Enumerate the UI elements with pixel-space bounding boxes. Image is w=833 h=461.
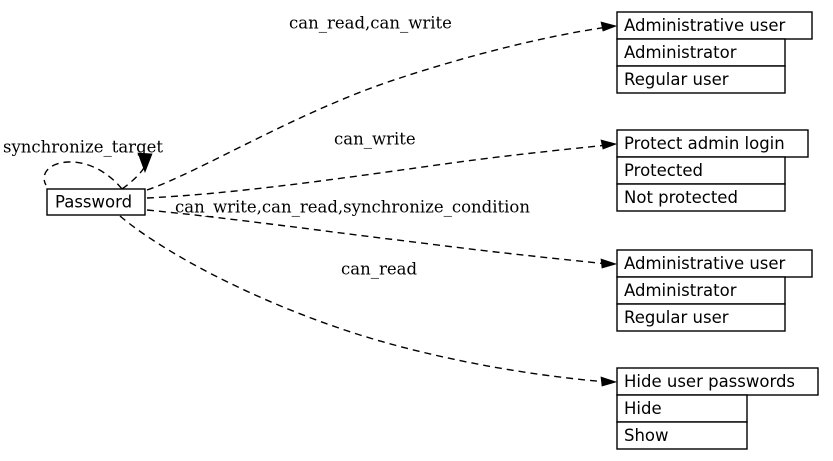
record-row-label: Hide <box>624 399 662 418</box>
record-title-label: Administrative user <box>624 254 786 273</box>
record-row-rect[interactable] <box>616 183 786 212</box>
record-row-label: Show <box>624 426 669 445</box>
record-node-administrative-user-2[interactable]: Administrative user Administrator Regula… <box>616 249 813 332</box>
record-row-label: Administrator <box>624 281 737 300</box>
edge-can-read[interactable] <box>119 215 618 387</box>
edge-label-group: synchronize_target can_read,can_write ca… <box>3 14 530 279</box>
record-node-protect-admin-login[interactable]: Protect admin login Protected Not protec… <box>616 129 809 212</box>
arrowhead-icon <box>600 139 618 150</box>
record-title-rect <box>616 11 813 40</box>
edge-synchronize-target[interactable] <box>43 152 153 190</box>
arrowhead-icon <box>137 152 153 173</box>
record-row-label: Not protected <box>624 188 738 207</box>
edge-path-2 <box>146 144 609 199</box>
edge-label-can-write-can-read-sync-condition: can_write,can_read,synchronize_condition <box>175 198 530 217</box>
edge-label-synchronize-target: synchronize_target <box>3 138 163 157</box>
node-password[interactable]: Password <box>46 188 146 216</box>
record-title-label: Hide user passwords <box>624 372 795 391</box>
record-row-rect[interactable] <box>616 303 786 332</box>
node-password-label: Password <box>55 193 132 212</box>
node-password-rect <box>46 188 146 216</box>
record-title-rect <box>616 367 819 396</box>
arrowhead-icon <box>600 376 618 387</box>
record-row-label: Administrator <box>624 43 737 62</box>
edge-path-3 <box>146 209 609 265</box>
edge-can-write-can-read-sync-condition[interactable] <box>146 209 618 269</box>
record-row-label: Regular user <box>624 70 729 89</box>
record-title-label: Administrative user <box>624 16 786 35</box>
self-loop-path <box>43 161 123 190</box>
arrowhead-icon <box>600 258 618 269</box>
record-row-rect[interactable] <box>616 394 748 423</box>
record-row-rect[interactable] <box>616 421 748 450</box>
edge-label-can-read: can_read <box>341 260 417 279</box>
edge-label-can-read-can-write: can_read,can_write <box>289 14 452 33</box>
edge-can-read-can-write[interactable] <box>146 21 618 191</box>
record-node-hide-user-passwords[interactable]: Hide user passwords Hide Show <box>616 367 819 450</box>
edge-path-1 <box>146 26 609 191</box>
record-row-label: Regular user <box>624 308 729 327</box>
record-row-label: Protected <box>624 161 703 180</box>
edge-group <box>43 21 618 387</box>
record-row-rect[interactable] <box>616 65 786 94</box>
record-title-label: Protect admin login <box>624 134 785 153</box>
edge-label-can-write: can_write <box>334 130 416 149</box>
edge-path-4 <box>119 215 609 383</box>
record-row-rect[interactable] <box>616 38 786 67</box>
edge-can-write[interactable] <box>146 139 618 199</box>
record-title-rect <box>616 249 813 278</box>
arrowhead-icon <box>600 21 618 32</box>
record-row-rect[interactable] <box>616 276 786 305</box>
record-node-administrative-user-1[interactable]: Administrative user Administrator Regula… <box>616 11 813 94</box>
